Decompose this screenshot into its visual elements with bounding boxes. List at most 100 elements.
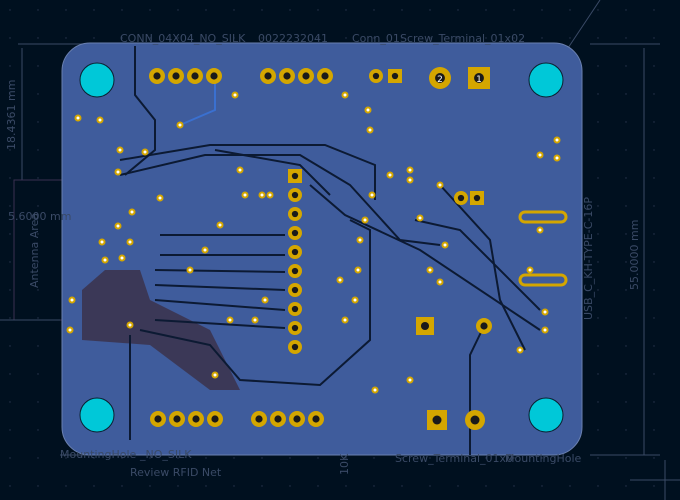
via-drill [408, 178, 412, 182]
via-drill [443, 243, 447, 247]
via-drill [538, 153, 542, 157]
mounting-hole [79, 397, 115, 433]
usb-slot [518, 273, 568, 287]
via-drill [116, 224, 120, 228]
pad-hole [291, 172, 299, 180]
via-drill [238, 168, 242, 172]
pad-hole [291, 286, 299, 294]
via-drill [233, 93, 237, 97]
via-drill [143, 150, 147, 154]
via-drill [98, 118, 102, 122]
via-drill [116, 170, 120, 174]
pad-hole [391, 72, 399, 80]
via-drill [343, 318, 347, 322]
pad-hole [474, 73, 484, 83]
pad-hole [457, 194, 465, 202]
via-drill [100, 240, 104, 244]
via-drill [338, 278, 342, 282]
via-drill [366, 108, 370, 112]
pad-hole [211, 415, 219, 423]
dim-right: 55.0000 mm [628, 220, 641, 290]
via-drill [418, 216, 422, 220]
pad-hole [192, 415, 200, 423]
via-drill [120, 256, 124, 260]
antenna-area-label: Antenna Area [28, 213, 41, 288]
pad-hole [255, 415, 263, 423]
via-drill [368, 128, 372, 132]
pad-hole [173, 415, 181, 423]
board-outline [61, 42, 583, 456]
pad-hole [470, 415, 480, 425]
pad-hole [291, 191, 299, 199]
label-part-top: 0022232041 [258, 32, 328, 45]
pad-hole [321, 72, 329, 80]
via-drill [408, 168, 412, 172]
pad-hole [312, 415, 320, 423]
via-drill [555, 156, 559, 160]
pad-hole [291, 305, 299, 313]
label-screw-bottom: Screw_Terminal_01x0 [395, 452, 513, 465]
via-drill [528, 268, 532, 272]
pad-hole [154, 415, 162, 423]
usb-label: USB_C_KH-TYPE-C-16P [582, 197, 595, 320]
via-drill [260, 193, 264, 197]
via-drill [178, 123, 182, 127]
via-drill [543, 310, 547, 314]
via-drill [213, 373, 217, 377]
label-conn-bottom: _NO_SILK [139, 448, 192, 461]
usb-slot [518, 210, 568, 224]
label-conn-top: CONN_04X04_NO_SILK [120, 32, 246, 45]
mounting-hole [528, 397, 564, 433]
label-screw-top: Screw_Terminal_01x02 [400, 32, 525, 45]
via-drill [428, 268, 432, 272]
via-drill [538, 228, 542, 232]
via-drill [218, 223, 222, 227]
via-drill [76, 116, 80, 120]
dim-small: 5.6000 mm [8, 210, 71, 223]
via-drill [343, 93, 347, 97]
via-drill [438, 280, 442, 284]
pad-hole [172, 72, 180, 80]
via-drill [370, 193, 374, 197]
via-drill [130, 210, 134, 214]
pad-hole [291, 248, 299, 256]
pad-hole [420, 321, 430, 331]
pad-hole [153, 72, 161, 80]
ground-pour [82, 270, 240, 390]
via-drill [158, 196, 162, 200]
via-drill [353, 298, 357, 302]
pad-hole [480, 322, 488, 330]
silkscreen: CONN_04X04_NO_SILK 0022232041 Conn_01 Sc… [5, 32, 641, 479]
via-drill [203, 248, 207, 252]
via-drill [373, 388, 377, 392]
mounting-hole [79, 62, 115, 98]
via-drill [356, 268, 360, 272]
label-mh-left: MountingHole [60, 448, 137, 461]
pad-hole [191, 72, 199, 80]
pad-hole [283, 72, 291, 80]
via-drill [543, 328, 547, 332]
via-drill [253, 318, 257, 322]
via-drill [408, 378, 412, 382]
label-review: Review RFID Net [130, 466, 222, 479]
pads [66, 62, 568, 433]
label-conn01: Conn_01 [352, 32, 400, 45]
dim-left: 18.4361 mm [5, 80, 18, 150]
pad-hole [291, 324, 299, 332]
via-drill [128, 240, 132, 244]
via-drill [188, 268, 192, 272]
pad-hole [291, 267, 299, 275]
via-drill [68, 328, 72, 332]
via-drill [263, 298, 267, 302]
label-res: 10K [338, 453, 351, 475]
via-drill [103, 258, 107, 262]
via-drill [228, 318, 232, 322]
via-drill [118, 148, 122, 152]
pad-hole [291, 229, 299, 237]
via-drill [388, 173, 392, 177]
via-drill [438, 183, 442, 187]
pad-hole [473, 194, 481, 202]
via-drill [243, 193, 247, 197]
